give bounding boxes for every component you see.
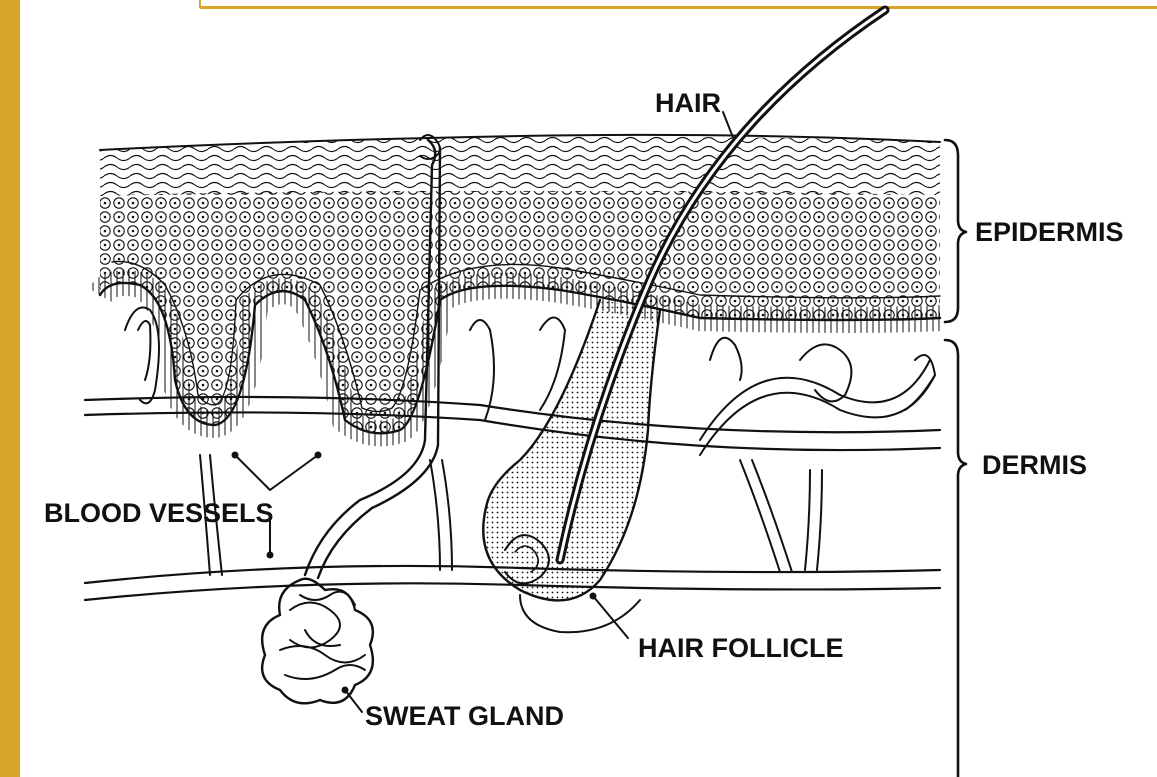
label-dermis: DERMIS — [982, 450, 1087, 480]
stratum-corneum — [100, 135, 940, 196]
dermis-bracket — [945, 340, 966, 777]
hair-follicle-structure — [483, 300, 660, 632]
left-accent-bar — [0, 0, 20, 777]
label-epidermis: EPIDERMIS — [975, 217, 1124, 247]
label-sweat-gland: SWEAT GLAND — [365, 701, 564, 731]
top-accent-line — [200, 6, 1157, 9]
label-hair-follicle: HAIR FOLLICLE — [638, 633, 843, 663]
label-hair: HAIR — [655, 88, 721, 118]
label-blood-vessels: BLOOD VESSELS — [44, 498, 274, 528]
epidermis-bracket — [945, 140, 966, 322]
